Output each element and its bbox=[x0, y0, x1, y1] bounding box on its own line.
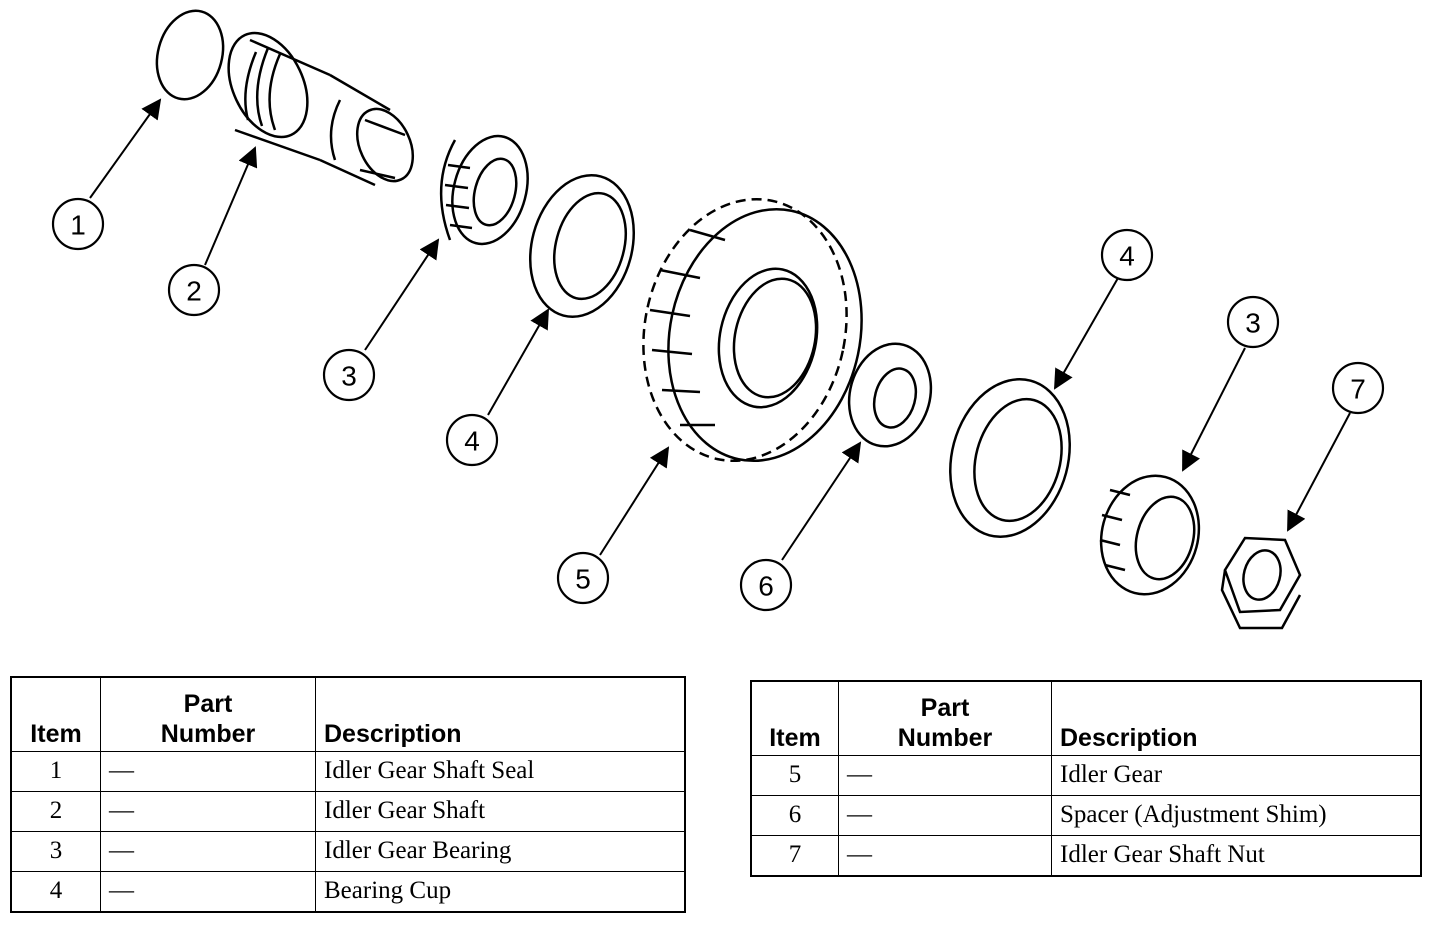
leader-7 bbox=[1287, 412, 1351, 532]
callout-circle-4b bbox=[1100, 228, 1154, 282]
cell-item: 5 bbox=[750, 754, 839, 796]
idler-gear-bearing-left-part bbox=[439, 134, 529, 246]
callout-circle-2 bbox=[167, 263, 221, 317]
leader-4 bbox=[487, 308, 549, 416]
table-row: 3 — Idler Gear Bearing bbox=[10, 830, 686, 872]
parts-table-left: Item Part Number Description 1 — Idler G… bbox=[10, 676, 686, 913]
cell-item: 2 bbox=[10, 790, 101, 832]
callout-label: 4 bbox=[464, 426, 480, 457]
cell-item: 3 bbox=[10, 830, 101, 872]
leader-3 bbox=[364, 238, 440, 351]
header-part-number: Part Number bbox=[100, 676, 316, 752]
leader-2 bbox=[204, 146, 258, 266]
leader-6 bbox=[781, 441, 862, 561]
callout-label: 4 bbox=[1119, 241, 1135, 272]
header-item: Item bbox=[750, 680, 839, 756]
cell-description: Bearing Cup bbox=[315, 870, 686, 912]
table-row: 4 — Bearing Cup bbox=[10, 870, 686, 912]
callout-circle-5 bbox=[556, 551, 610, 605]
callout-circle-3b bbox=[1226, 295, 1280, 349]
shaft-seal-part bbox=[155, 9, 225, 101]
callout-label: 3 bbox=[1245, 308, 1261, 339]
cell-part-number: — bbox=[838, 754, 1052, 796]
cell-part-number: — bbox=[100, 790, 316, 832]
cell-part-number: — bbox=[838, 794, 1052, 836]
callout-label: 2 bbox=[186, 276, 202, 307]
callout-circle-1 bbox=[51, 197, 105, 251]
spacer-part bbox=[847, 342, 933, 448]
idler-gear-part bbox=[642, 197, 863, 463]
cell-description: Spacer (Adjustment Shim) bbox=[1051, 794, 1422, 836]
cell-item: 6 bbox=[750, 794, 839, 836]
bearing-cup-left-part bbox=[528, 174, 636, 318]
callout-label: 3 bbox=[341, 361, 357, 392]
cell-part-number: — bbox=[100, 750, 316, 792]
leader-1 bbox=[89, 98, 162, 199]
header-part-line2: Number bbox=[160, 719, 256, 748]
callout-label: 6 bbox=[758, 571, 774, 602]
table-row: 5 — Idler Gear bbox=[750, 754, 1422, 796]
shaft-nut-part bbox=[1220, 536, 1302, 630]
leader-4b bbox=[1054, 277, 1119, 390]
cell-item: 7 bbox=[750, 834, 839, 876]
cell-description: Idler Gear bbox=[1051, 754, 1422, 796]
cell-description: Idler Gear Shaft Seal bbox=[315, 750, 686, 792]
header-description: Description bbox=[315, 676, 686, 752]
callout-label: 7 bbox=[1350, 374, 1366, 405]
cell-part-number: — bbox=[100, 830, 316, 872]
table-row: 7 — Idler Gear Shaft Nut bbox=[750, 834, 1422, 876]
cell-description: Idler Gear Bearing bbox=[315, 830, 686, 872]
idler-gear-bearing-right-part bbox=[1099, 474, 1201, 596]
leader-3b bbox=[1182, 347, 1246, 472]
exploded-view-diagram: 1 2 3 4 5 6 4 3 7 bbox=[51, 9, 1385, 630]
header-part-line1: Part bbox=[920, 693, 970, 722]
table-row: 6 — Spacer (Adjustment Shim) bbox=[750, 794, 1422, 836]
callout-label: 1 bbox=[70, 210, 86, 241]
cell-item: 1 bbox=[10, 750, 101, 792]
callout-circle-6 bbox=[739, 558, 793, 612]
callout-circle-7 bbox=[1331, 361, 1385, 415]
table-row: 2 — Idler Gear Shaft bbox=[10, 790, 686, 832]
header-item: Item bbox=[10, 676, 101, 752]
cell-item: 4 bbox=[10, 870, 101, 912]
header-part-line1: Part bbox=[183, 689, 233, 718]
parts-table-right: Item Part Number Description 5 — Idler G… bbox=[750, 680, 1422, 877]
cell-part-number: — bbox=[100, 870, 316, 912]
callout-circle-4 bbox=[445, 413, 499, 467]
header-description: Description bbox=[1051, 680, 1422, 756]
idler-gear-shaft-part bbox=[227, 31, 415, 187]
table-row: 1 — Idler Gear Shaft Seal bbox=[10, 750, 686, 792]
header-part-line2: Number bbox=[897, 723, 993, 752]
cell-description: Idler Gear Shaft Nut bbox=[1051, 834, 1422, 876]
cell-description: Idler Gear Shaft bbox=[315, 790, 686, 832]
callout-circle-3 bbox=[322, 348, 376, 402]
leader-5 bbox=[599, 446, 670, 556]
header-part-number: Part Number bbox=[838, 680, 1052, 756]
bearing-cup-right-part bbox=[949, 378, 1071, 538]
cell-part-number: — bbox=[838, 834, 1052, 876]
callout-label: 5 bbox=[575, 564, 591, 595]
